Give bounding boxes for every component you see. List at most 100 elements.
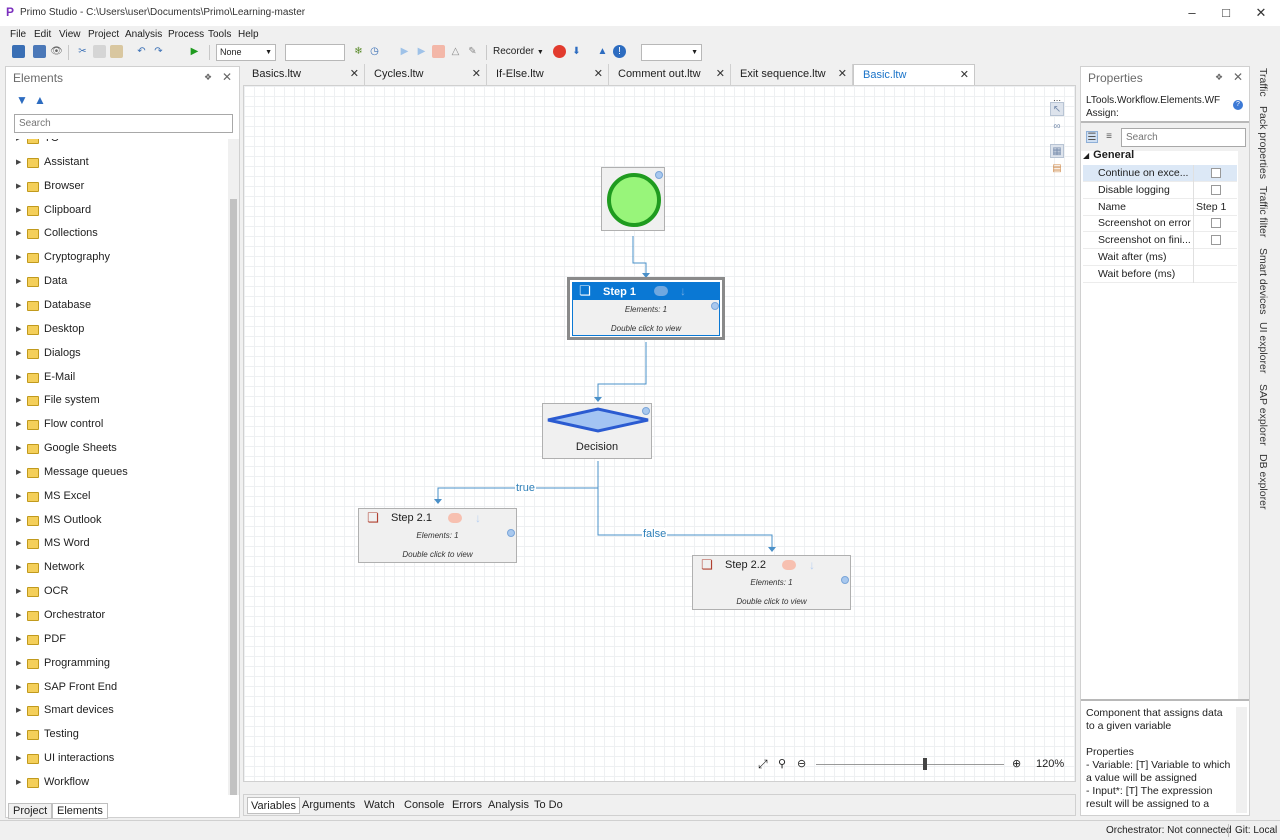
document-tab[interactable]: If-Else.ltw✕ [487, 64, 609, 85]
document-tab[interactable]: Cycles.ltw✕ [365, 64, 487, 85]
layout-tool-icon[interactable]: ▤ [1052, 163, 1062, 174]
side-tab-traffic[interactable]: Traffic [1257, 68, 1269, 97]
expand-arrow-icon[interactable]: ▶ [16, 421, 22, 429]
tree-item[interactable]: ▶MS Outlook [6, 510, 227, 534]
side-tab-traffic-filter[interactable]: Traffic filter [1257, 186, 1269, 238]
zoom-reset-icon[interactable]: ⚲ [778, 758, 787, 770]
connector-tool-icon[interactable]: ∞ [1053, 121, 1061, 132]
tree-item[interactable]: ▶Cryptography [6, 247, 227, 271]
menu-view[interactable]: View [59, 29, 81, 40]
tree-item[interactable]: ▶Workflow [6, 772, 227, 795]
tree-item[interactable]: ▶TC [6, 139, 227, 152]
alphabetical-icon[interactable]: ≡ [1106, 131, 1112, 142]
expand-arrow-icon[interactable]: ▶ [16, 301, 22, 309]
categorized-icon[interactable]: ☰ [1086, 131, 1098, 143]
tab-analysis[interactable]: Analysis [488, 799, 529, 811]
expand-arrow-icon[interactable]: ▶ [16, 206, 22, 214]
side-tab-sap-explorer[interactable]: SAP explorer [1257, 384, 1269, 446]
close-tab-icon[interactable]: ✕ [837, 68, 847, 80]
expand-arrow-icon[interactable]: ▶ [16, 182, 22, 190]
expand-arrow-icon[interactable]: ▶ [16, 158, 22, 166]
start-node[interactable] [601, 167, 665, 231]
expand-arrow-icon[interactable]: ▶ [16, 635, 22, 643]
tree-item[interactable]: ▶Google Sheets [6, 438, 227, 462]
document-tab[interactable]: Basic.ltw✕ [853, 64, 975, 85]
tree-item[interactable]: ▶SAP Front End [6, 677, 227, 701]
grid-tool-icon[interactable]: ▦ [1050, 144, 1064, 158]
tab-to-do[interactable]: To Do [534, 799, 563, 811]
properties-search-input[interactable] [1121, 128, 1246, 147]
menu-edit[interactable]: Edit [34, 29, 52, 40]
property-value[interactable] [1193, 265, 1237, 283]
scrollbar[interactable] [1236, 707, 1247, 813]
expand-arrow-icon[interactable]: ▶ [16, 445, 22, 453]
mode-select[interactable]: None ▼ [216, 44, 276, 61]
more-tools-icon[interactable]: ⋯ [1053, 96, 1061, 105]
tree-item[interactable]: ▶Database [6, 295, 227, 319]
decision-node[interactable]: Decision [542, 403, 652, 459]
tree-item[interactable]: ▶Assistant [6, 152, 227, 176]
info-icon[interactable] [642, 407, 650, 415]
property-value[interactable] [1193, 232, 1237, 250]
recorder-button[interactable]: Recorder ▼ [493, 46, 544, 57]
cut-icon[interactable]: ✂ [78, 46, 87, 57]
tree-item[interactable]: ▶Collections [6, 223, 227, 247]
expand-arrow-icon[interactable]: ▶ [16, 564, 22, 572]
tab-watch[interactable]: Watch [364, 799, 395, 811]
elements-search-input[interactable] [14, 114, 233, 133]
chevron-up-icon[interactable]: ▲ [597, 46, 608, 57]
minimize-button[interactable]: – [1188, 5, 1196, 20]
property-row[interactable]: Screenshot on error [1083, 215, 1237, 233]
tab-project[interactable]: Project [8, 803, 53, 819]
property-category[interactable]: ◢General [1083, 149, 1134, 161]
step1-node[interactable]: ❏ Step 1 ↓ Elements: 1 Double click to v… [567, 277, 725, 340]
close-tab-icon[interactable]: ✕ [715, 68, 725, 80]
zoom-out-icon[interactable]: ⊖ [797, 758, 807, 770]
expand-arrow-icon[interactable]: ▶ [16, 373, 22, 381]
arrow-down-icon[interactable]: ↓ [475, 511, 481, 525]
property-checkbox[interactable] [1211, 235, 1221, 246]
tree-item[interactable]: ▶Flow control [6, 414, 227, 438]
close-button[interactable]: ✕ [1255, 5, 1267, 20]
zoom-in-icon[interactable]: ⊕ [1012, 758, 1022, 770]
pin-icon[interactable]: ❖ [204, 72, 213, 82]
step-into-icon[interactable]: ▶ [400, 46, 409, 57]
expand-arrow-icon[interactable]: ▶ [16, 683, 22, 691]
arrow-down-icon[interactable]: ↓ [809, 558, 815, 572]
tree-item[interactable]: ▶File system [6, 390, 227, 414]
tree-item[interactable]: ▶MS Excel [6, 486, 227, 510]
tree-item[interactable]: ▶PDF [6, 629, 227, 653]
tree-item[interactable]: ▶Testing [6, 724, 227, 748]
run-icon[interactable]: ▶ [190, 46, 199, 57]
save-all-icon[interactable] [33, 45, 46, 58]
info-icon[interactable] [841, 576, 849, 584]
close-tab-icon[interactable]: ✕ [349, 68, 359, 80]
tree-item[interactable]: ▶Orchestrator [6, 605, 227, 629]
property-row[interactable]: Continue on exce... [1083, 165, 1237, 182]
tab-console[interactable]: Console [404, 799, 445, 811]
close-tab-icon[interactable]: ✕ [471, 68, 481, 80]
tab-elements[interactable]: Elements [52, 803, 108, 819]
property-value[interactable] [1193, 181, 1237, 199]
tree-item[interactable]: ▶Clipboard [6, 200, 227, 224]
expand-arrow-icon[interactable]: ▶ [16, 707, 22, 715]
property-value[interactable] [1193, 249, 1237, 266]
side-tab-ui-explorer[interactable]: UI explorer [1257, 322, 1269, 374]
expand-arrow-icon[interactable]: ▶ [16, 731, 22, 739]
redo-icon[interactable]: ↷ [154, 46, 163, 57]
expand-arrow-icon[interactable]: ▶ [16, 468, 22, 476]
highlight-icon[interactable]: ✎ [468, 46, 477, 57]
tree-item[interactable]: ▶Programming [6, 653, 227, 677]
step21-node[interactable]: ❏ Step 2.1 ↓ Elements: 1 Double click to… [358, 508, 517, 563]
tree-item[interactable]: ▶Message queues [6, 462, 227, 486]
tree-item[interactable]: ▶UI interactions [6, 748, 227, 772]
property-value[interactable] [1193, 215, 1237, 233]
pin-icon[interactable]: ❖ [1215, 72, 1224, 82]
expand-arrow-icon[interactable]: ▶ [16, 755, 22, 763]
tree-item[interactable]: ▶Dialogs [6, 343, 227, 367]
copy-icon[interactable] [93, 45, 106, 58]
expand-arrow-icon[interactable]: ▶ [16, 588, 22, 596]
pointer-tool-icon[interactable]: ↖ [1050, 102, 1064, 116]
property-checkbox[interactable] [1211, 218, 1221, 229]
